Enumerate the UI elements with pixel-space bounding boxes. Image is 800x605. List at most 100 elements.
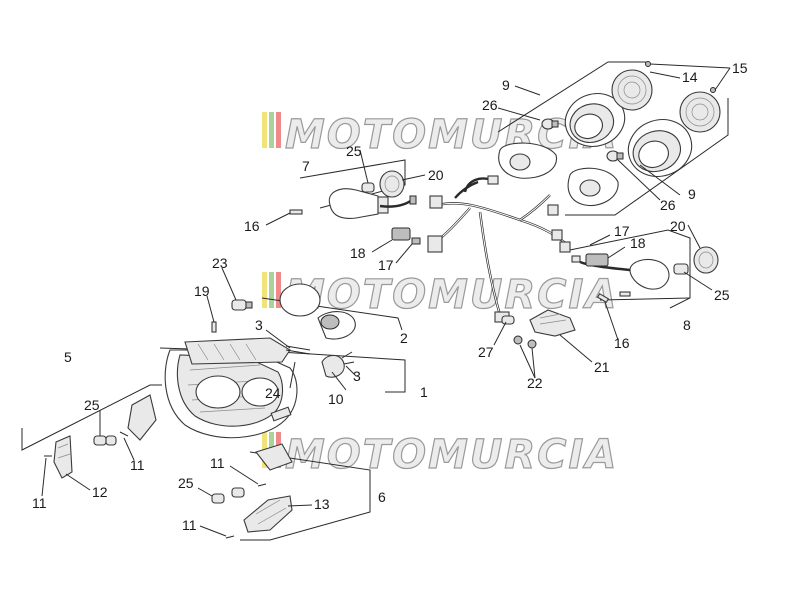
lens-20b (693, 246, 719, 274)
callout-23: 23 (212, 255, 228, 271)
callout-3: 3 (255, 317, 263, 333)
watermark-text: MOTOMURCIA (285, 432, 618, 478)
rear-light-housing-left (564, 93, 626, 147)
callout-21: 21 (594, 359, 610, 375)
bulb-19 (231, 299, 253, 311)
turn-signal-8 (571, 246, 719, 303)
watermark-stripe-green (269, 112, 274, 148)
license-light-21 (529, 309, 576, 337)
callout-14: 14 (682, 69, 698, 85)
callout-2: 2 (400, 330, 408, 346)
wiring-harness (427, 175, 571, 323)
callout-25: 25 (714, 287, 730, 303)
bulb-holder-10 (321, 351, 355, 378)
screw-15b (710, 87, 716, 93)
lens-12 (53, 435, 73, 479)
rear-socket-lower (567, 167, 619, 207)
callout-16: 16 (614, 335, 630, 351)
bulb-27 (501, 315, 515, 325)
callout-5: 5 (64, 349, 72, 365)
harness-connector-g (487, 175, 499, 185)
watermark-bottom: MOTOMURCIA (262, 431, 618, 479)
harness-connector-d (551, 229, 563, 241)
callout-26: 26 (482, 97, 498, 113)
spring-3 (285, 345, 311, 355)
callout-9: 9 (688, 186, 696, 202)
watermark-stripe-yellow (262, 112, 267, 148)
callout-10: 10 (328, 391, 344, 407)
watermark-middle: MOTOMURCIA (262, 271, 618, 319)
callout-3: 3 (353, 368, 361, 384)
leader-lines (41, 63, 731, 537)
callout-9: 9 (502, 77, 510, 93)
lens-20a (379, 170, 405, 198)
screw-11b (119, 431, 129, 437)
bulb-25 (673, 263, 689, 275)
watermark-stripe-green (269, 272, 274, 308)
nuts-22 (513, 335, 537, 349)
callout-25: 25 (84, 397, 100, 413)
rear-lens-left (611, 69, 653, 111)
callout-6: 6 (378, 489, 386, 505)
bracket-9-right (565, 98, 729, 216)
screw-15a (645, 61, 651, 67)
callout-24: 24 (265, 385, 281, 401)
watermark-stripe-red (276, 112, 281, 148)
flasher-18a (391, 227, 411, 241)
screw-11d (225, 535, 235, 539)
callout-16: 16 (244, 218, 260, 234)
callout-11: 11 (32, 495, 47, 511)
callout-18: 18 (630, 235, 646, 251)
clip-17a (411, 237, 421, 245)
bulb-25b (211, 493, 225, 504)
front-indicator-5 (44, 394, 157, 479)
harness-connector-c (547, 204, 559, 216)
watermark-text: MOTOMURCIA (285, 112, 618, 158)
watermark-text: MOTOMURCIA (285, 272, 618, 318)
callout-20: 20 (428, 167, 444, 183)
watermark-stripe-red (276, 272, 281, 308)
callout-11: 11 (182, 517, 197, 533)
headlight-1 (164, 337, 298, 439)
rear-light-assembly (498, 61, 721, 207)
turn-signal-7 (289, 170, 421, 245)
callout-11: 11 (210, 455, 225, 471)
front-indicator-6 (211, 443, 293, 539)
callout-7: 7 (302, 158, 310, 174)
flasher-18b (585, 253, 609, 267)
bracket-5 (21, 384, 162, 451)
indicator-body-5 (127, 394, 157, 441)
bracket-8 (559, 229, 691, 309)
callout-19: 19 (194, 283, 210, 299)
bulb-26b (606, 150, 624, 162)
callout-17: 17 (614, 223, 630, 239)
bracket-6 (240, 451, 371, 541)
callout-25: 25 (178, 475, 194, 491)
headlight-cover-2 (279, 283, 356, 340)
callout-11: 11 (130, 457, 145, 473)
screw-16a (289, 209, 303, 215)
harness-connector-a (427, 235, 443, 253)
lens-13 (243, 495, 293, 533)
bracket-8-base (599, 297, 691, 301)
rear-socket-upper (498, 142, 557, 179)
watermark-stripe-yellow (262, 272, 267, 308)
screw-19 (211, 321, 217, 333)
bulb-26a (541, 118, 559, 130)
screw-11c (257, 483, 267, 487)
rear-light-housing-right (627, 119, 693, 177)
callout-18: 18 (350, 245, 366, 261)
callouts: 1 2 3 3 5 6 7 8 9 9 10 11 11 11 11 12 13… (32, 60, 748, 533)
callout-13: 13 (314, 496, 330, 512)
callout-1: 1 (420, 384, 428, 400)
clip-17b (571, 255, 581, 263)
screw-16b (596, 293, 610, 303)
callout-26: 26 (660, 197, 676, 213)
callout-15: 15 (732, 60, 748, 76)
headlight-top-frame (184, 337, 291, 365)
callout-20: 20 (670, 218, 686, 234)
callout-17: 17 (378, 257, 394, 273)
callout-27: 27 (478, 344, 494, 360)
